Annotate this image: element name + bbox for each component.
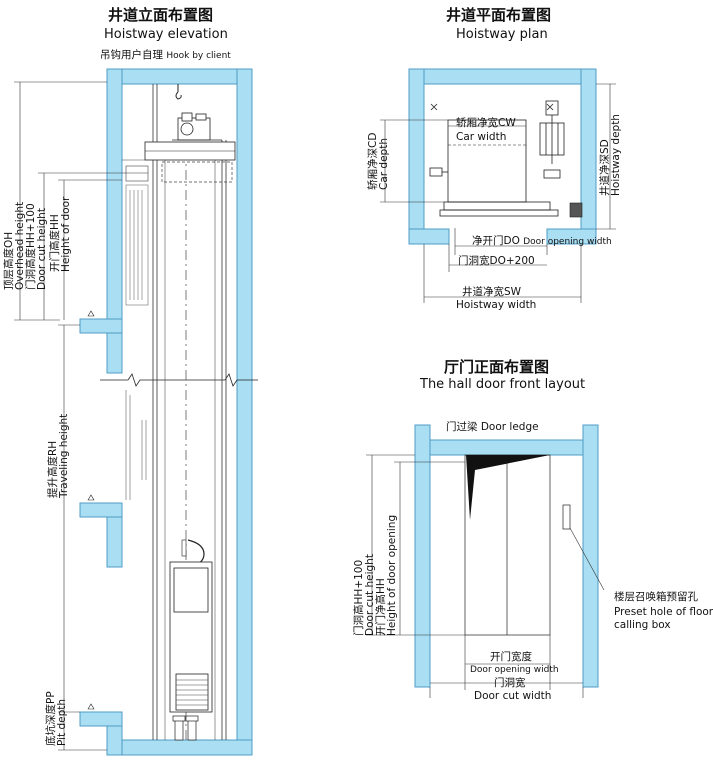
- door-height-label-en: Height of door: [60, 196, 73, 272]
- plan-title-cn: 井道平面布置图: [446, 6, 552, 24]
- hall-doorheight-label-en: Height of door opening: [386, 514, 399, 636]
- plan-dimensions: [380, 83, 616, 303]
- hoistway-width-label-cn: 井道净宽SW: [462, 286, 522, 298]
- open-width-label-cn: 开门宽度: [490, 651, 532, 663]
- hoistway-depth-label-en: Hoistway depth: [610, 114, 623, 196]
- travel-label: 提升高度RH Traveling height: [47, 378, 71, 498]
- cut-width-label-en: Door cut width: [474, 690, 552, 702]
- plan-wall-bottom-right: [546, 228, 597, 245]
- travel-label-en: Traveling height: [58, 413, 71, 498]
- preset-hole-label-en1: Preset hole of floor: [614, 606, 713, 618]
- plan-counterweight: [539, 100, 565, 179]
- pit-label-en: Pit depth: [56, 698, 69, 746]
- hall-door-front: [366, 424, 605, 698]
- car-width-label-en: Car width: [456, 131, 507, 143]
- elevation-right-wall: [236, 68, 253, 756]
- elevation-floor-slab-3: [79, 711, 123, 727]
- pit-label: 底坑深度PP Pit depth: [45, 676, 69, 746]
- preset-hole-label-cn: 楼层召唤箱预留孔: [614, 591, 698, 603]
- elevation-left-wall-pit: [106, 725, 123, 756]
- door-opening-label-en: Door opening width: [523, 237, 612, 247]
- plan-cross-mark-2: [546, 103, 554, 111]
- plan-wall-bottom-left: [408, 228, 450, 245]
- elevation-title-en: Hoistway elevation: [104, 27, 228, 42]
- plan-title-en: Hoistway plan: [456, 27, 548, 42]
- car-width-label-cn: 轿厢净宽CW: [456, 117, 516, 129]
- calling-box-hole: [562, 504, 571, 530]
- hoistway-plan: [380, 68, 616, 303]
- traction-machine-icon: [172, 112, 222, 141]
- plan-wall-top: [408, 68, 597, 85]
- hook-label-en: Hook by client: [166, 51, 231, 61]
- pit-buffers: [172, 715, 199, 741]
- door-height-label: 开门高度HH Height of door: [49, 152, 73, 272]
- preset-hole-label-en2: calling box: [614, 619, 671, 631]
- elevation-left-wall-mid: [106, 332, 123, 374]
- overhead-label: 顶层高度OH Overhead height 门洞高度HH+100 Door c…: [3, 90, 49, 290]
- hall-wall-right: [582, 424, 599, 688]
- elevation-floor-slab-2: [79, 502, 123, 518]
- plan-door-box: [569, 202, 583, 218]
- hall-title-cn: 厅门正面布置图: [444, 358, 550, 376]
- door-opening-label-cn: 净开门DO: [472, 235, 520, 247]
- door-ledge-label-cn: 门过梁: [446, 421, 478, 433]
- hall-title-en: The hall door front layout: [420, 377, 586, 392]
- hook-label-cn: 吊钩用户自理: [100, 49, 163, 61]
- car-top-outline: [161, 161, 233, 183]
- elevation-break-line: [100, 373, 258, 387]
- hoistway-depth-label: 井道净深SD Hoistway depth: [599, 106, 623, 196]
- level-markers: [87, 310, 95, 710]
- plan-car: [439, 119, 559, 217]
- hall-dimensions: [366, 454, 584, 698]
- elevation-pit-floor: [106, 739, 253, 756]
- plan-wall-left: [408, 68, 425, 245]
- elevation-floor-slab-1: [79, 318, 123, 334]
- door-opening-label: 净开门DO Door opening width: [472, 236, 612, 247]
- hoistway-width-label-en: Hoistway width: [456, 299, 537, 311]
- cut-width-label-cn: 门洞宽: [494, 677, 526, 689]
- plan-wall-right: [580, 68, 597, 245]
- hall-lintel: [414, 439, 584, 456]
- elevation-left-wall-lower: [106, 516, 123, 568]
- hall-wall-left: [414, 424, 431, 688]
- elevator-car: [169, 561, 213, 713]
- plan-cross-mark: [430, 103, 438, 111]
- car-depth-label-en: Car depth: [378, 138, 391, 190]
- hall-door-open-swing: [466, 455, 550, 520]
- landing-door-upper: [122, 159, 149, 182]
- hook-icon: [175, 84, 182, 100]
- elevation-roof-slab: [106, 68, 253, 85]
- landing-door-middle: [125, 390, 147, 500]
- hall-doorcut-label: 门洞高HH+100 Door cut height 开门净高HH Height …: [353, 436, 399, 636]
- elevation-guide-rails: [152, 84, 227, 740]
- doorcut-label-en: Door cut height: [36, 208, 49, 290]
- car-depth-label: 轿厢净深CD Car depth: [367, 120, 391, 190]
- door-ledge-label: 门过梁 Door ledge: [446, 422, 539, 433]
- car-sill-hatch: [176, 679, 208, 706]
- elevation-left-wall-upper: [106, 68, 123, 328]
- elevation-dimensions: [14, 81, 148, 751]
- plan-rail-left: [429, 167, 448, 177]
- door-cut-label: 门洞宽DO+200: [458, 255, 535, 267]
- hoistway-elevation: [14, 68, 258, 756]
- elevation-title-cn: 井道立面布置图: [108, 6, 214, 24]
- hall-door-leaf: [464, 454, 551, 636]
- open-width-label-en: Door opening width: [470, 665, 559, 675]
- counterweight-upper: [125, 184, 149, 306]
- door-ledge-label-en: Door ledge: [480, 421, 539, 433]
- hook-label: 吊钩用户自理 Hook by client: [100, 50, 231, 61]
